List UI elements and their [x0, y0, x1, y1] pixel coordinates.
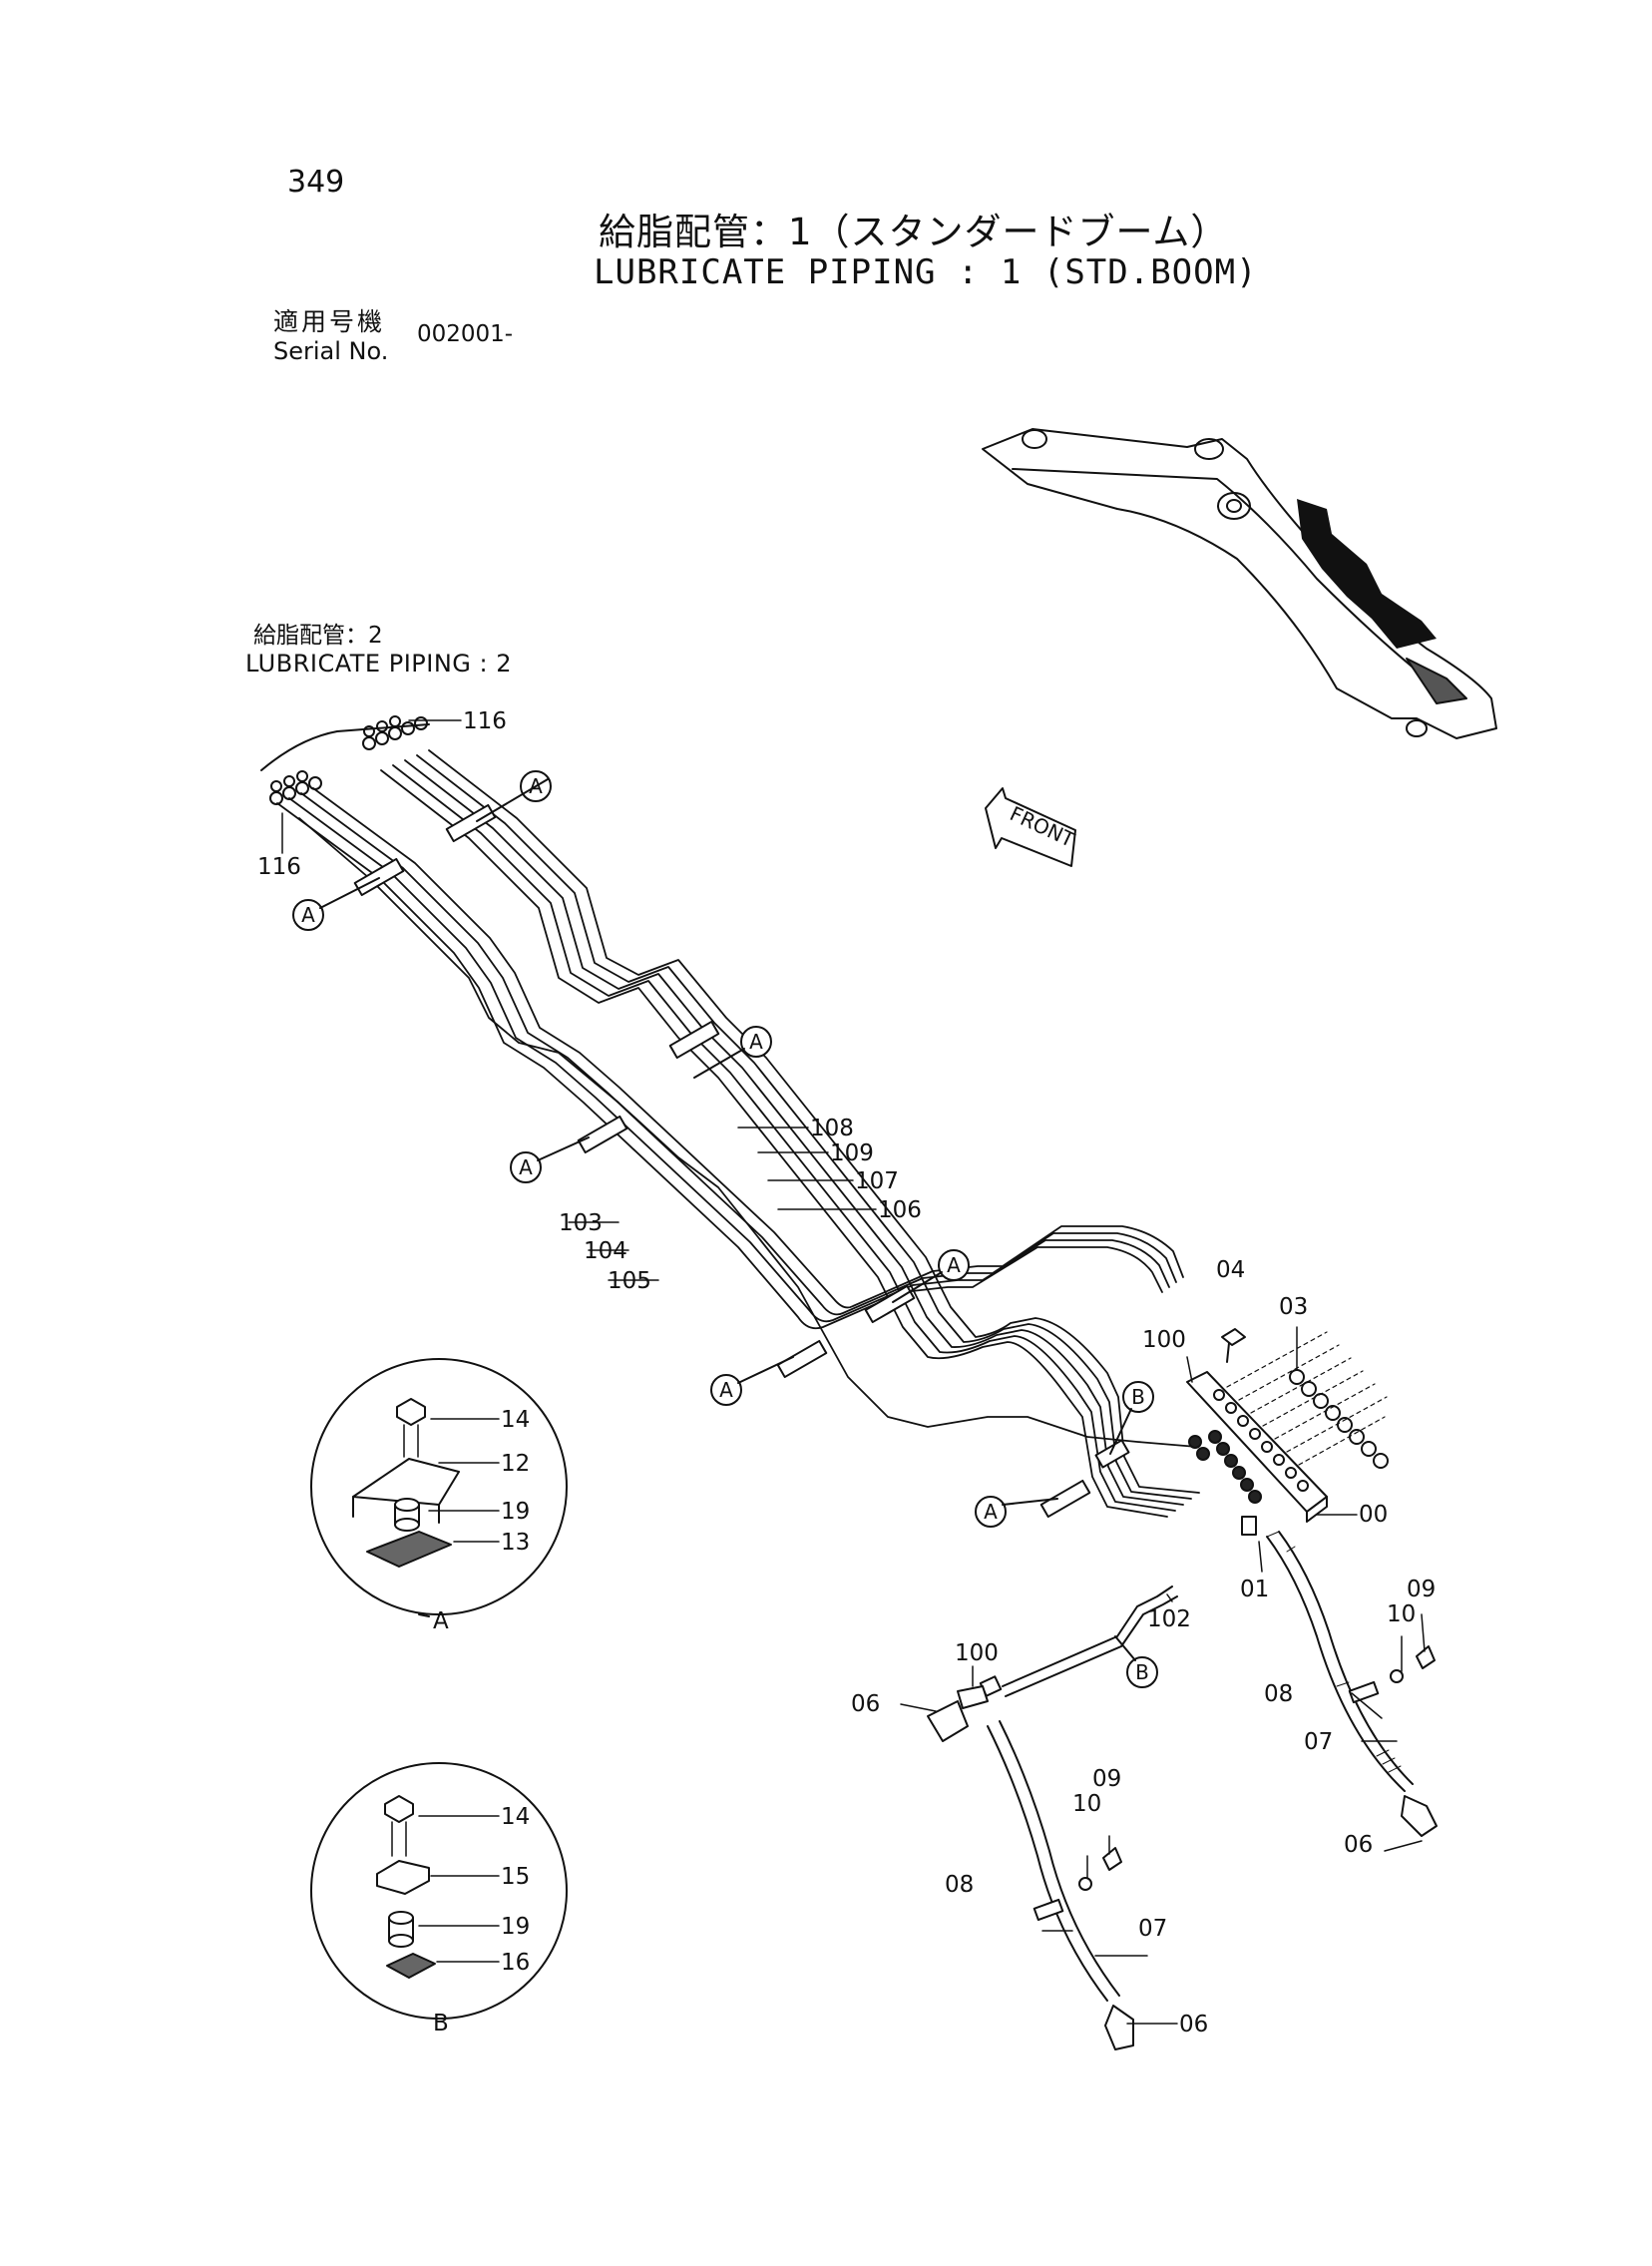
serial-label-english: Serial No.	[273, 337, 389, 365]
callout-100: 100	[955, 1640, 999, 1666]
callout-109: 109	[830, 1140, 874, 1166]
callout-103: 103	[559, 1210, 603, 1236]
detail-b-part-14: 14	[501, 1804, 530, 1830]
detail-a	[310, 1358, 568, 1617]
callout-08: 08	[1264, 1681, 1293, 1707]
pipe-clamps	[353, 803, 1130, 1519]
clamp-marker-letters: A A A A A A A B B	[301, 774, 1149, 1684]
marker-a: A	[984, 1500, 998, 1524]
serial-number-value: 002001-	[417, 321, 514, 347]
marker-a: A	[749, 1030, 763, 1054]
callout-102: 102	[1147, 1606, 1191, 1632]
detail-a-part-14: 14	[501, 1407, 530, 1433]
marker-b: B	[1135, 1660, 1149, 1684]
detail-b-part-16: 16	[501, 1950, 530, 1976]
detail-b-part-15: 15	[501, 1864, 530, 1890]
title-english: LUBRICATE PIPING : 1 (STD.BOOM)	[594, 252, 1258, 292]
callout-104: 104	[584, 1238, 627, 1264]
callout-03: 03	[1279, 1294, 1308, 1320]
callout-108: 108	[810, 1116, 854, 1141]
marker-a: A	[947, 1253, 961, 1277]
reference-label-japanese: 給脂配管：2	[253, 623, 383, 649]
leader-lines	[281, 719, 1426, 2025]
pipe-bundle-middle	[380, 749, 1200, 1518]
callout-01: 01	[1240, 1577, 1269, 1602]
marker-a: A	[301, 903, 315, 927]
boom-overview-drawing	[982, 428, 1497, 739]
callout-09: 09	[1092, 1766, 1121, 1792]
callout-06: 06	[851, 1691, 880, 1717]
marker-a: A	[719, 1378, 733, 1402]
detail-b-part-19: 19	[501, 1914, 530, 1940]
callout-00: 00	[1359, 1502, 1388, 1528]
fittings-116-right	[362, 715, 428, 750]
bolt-04	[1221, 1328, 1246, 1363]
page-number: 349	[287, 165, 345, 200]
title-japanese: 給脂配管：1（スタンダードブーム）	[599, 211, 1229, 253]
callout-10: 10	[1387, 1601, 1416, 1627]
detail-a-part-12: 12	[501, 1451, 530, 1477]
fitting-01	[1241, 1516, 1257, 1536]
detail-b	[310, 1762, 568, 2020]
callout-106: 106	[878, 1197, 922, 1223]
marker-a: A	[529, 774, 543, 798]
reference-label-english: LUBRICATE PIPING : 2	[245, 650, 512, 678]
front-direction-arrow: FRONT	[985, 787, 1078, 867]
pipe-bundle-far-left	[298, 817, 1198, 1448]
clamp-markers	[292, 770, 1158, 1688]
fittings-116-left	[269, 770, 322, 805]
detail-a-label: A	[433, 1608, 449, 1634]
callout-10: 10	[1072, 1791, 1101, 1817]
detail-a-labels: 14 12 19 13 A	[433, 1407, 530, 1634]
serial-label-japanese: 適用号機	[273, 307, 386, 336]
pipe-bundle-left	[276, 787, 1184, 1330]
callout-105: 105	[608, 1268, 651, 1294]
callout-labels: 116 116 108 109 107 106 103 104 105 04 0…	[257, 708, 1436, 2038]
hose-assembly-lower	[927, 1586, 1178, 2050]
callout-08: 08	[945, 1872, 974, 1898]
callout-06: 06	[1179, 2012, 1208, 2038]
callout-116: 116	[257, 854, 301, 880]
callout-116: 116	[463, 708, 507, 734]
callout-07: 07	[1138, 1916, 1167, 1942]
callout-06: 06	[1344, 1832, 1373, 1858]
detail-b-label: B	[433, 2011, 449, 2037]
detail-a-part-19: 19	[501, 1499, 530, 1525]
callout-09: 09	[1407, 1577, 1436, 1602]
marker-b: B	[1131, 1385, 1145, 1409]
callout-07: 07	[1304, 1729, 1333, 1755]
detail-a-part-13: 13	[501, 1530, 530, 1556]
distributor-block	[1186, 1331, 1388, 1523]
callout-107: 107	[855, 1168, 899, 1194]
fittings-03	[1289, 1369, 1389, 1469]
callout-100: 100	[1142, 1327, 1186, 1353]
marker-a: A	[519, 1155, 533, 1179]
detail-b-labels: 14 15 19 16 B	[433, 1804, 530, 2037]
reference-brace	[260, 723, 430, 771]
callout-04: 04	[1216, 1257, 1245, 1283]
